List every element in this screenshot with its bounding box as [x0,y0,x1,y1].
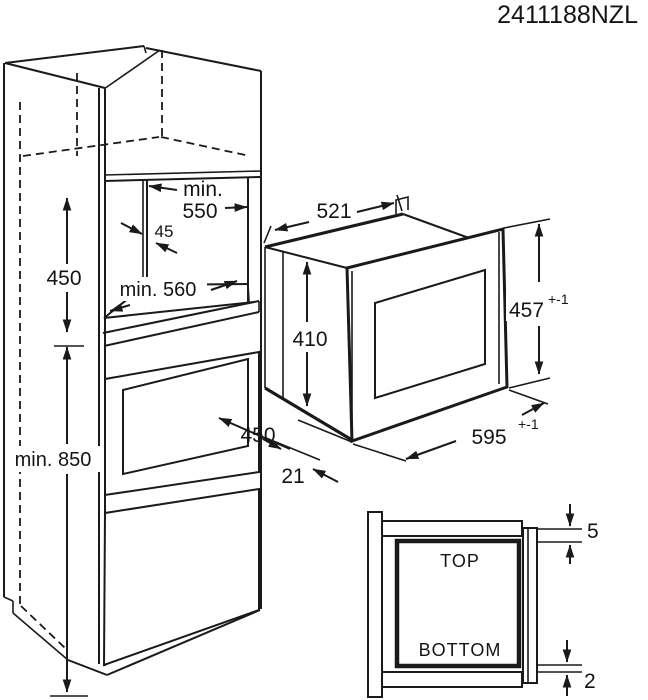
dim-frame-height-tolerance: +-1 [548,291,569,307]
hidden-edges [19,50,251,649]
section-bottom-label: BOTTOM [419,640,502,660]
dim-niche-height: 450 [44,197,86,333]
dim-side-gap-label: 45 [155,222,174,241]
dim-niche-width-prefix: min. [183,178,223,201]
section-top-label: TOP [440,551,480,571]
dim-frame-height-label: 457 [509,299,544,322]
oven-front-frame [345,227,509,444]
cabinet-drawing: 450 min. 850 min. 550 45 min. 560 [3,45,291,697]
oven-back-edge [395,195,409,214]
dim-oven-width: 521 [263,194,403,244]
section-oven-frame [522,527,538,684]
dim-niche-width: min. 550 [148,178,248,223]
oven-door-window [374,268,486,400]
dim-frame-width: 595 +-1 [352,389,549,462]
section-oven-body [394,538,522,669]
dim-niche-width-value: 550 [182,200,217,223]
dim-oven-width-label: 521 [316,200,351,223]
dim-niche-depth-label: min. 560 [120,279,197,301]
dim-floor-height: min. 850 [8,346,100,693]
dim-frame-protrusion: 21 [262,419,353,488]
section-top-shelf [381,520,523,537]
dim-top-gap: 5 [538,504,599,564]
lower-cabinet-door [102,487,260,667]
dim-niche-height-label: 450 [46,267,81,290]
dim-oven-height-label: 410 [292,328,327,351]
dim-oven-height: 410 [289,261,333,407]
section-detail-drawing: TOP BOTTOM 5 2 [367,504,599,698]
part-number: 2411188NZL [497,1,638,29]
lower-oven-door [104,350,260,497]
section-bottom-shelf [381,671,523,688]
dim-top-gap-label: 5 [587,520,599,543]
dim-frame-protrusion-label: 21 [281,465,304,488]
dim-bottom-gap: 2 [538,640,596,696]
dim-frame-width-label: 595 [471,426,506,449]
dim-niche-depth: min. 560 [109,277,238,312]
dim-frame-height: 457 +-1 [503,218,569,389]
dim-floor-height-label: min. 850 [15,449,92,471]
dim-frame-width-tolerance: +-1 [518,416,539,432]
dim-side-gap: 45 [120,222,178,254]
dim-bottom-gap-label: 2 [584,670,596,693]
oven-drawing: 521 410 457 +-1 595 +-1 [262,194,569,488]
section-cabinet-side [367,511,383,698]
